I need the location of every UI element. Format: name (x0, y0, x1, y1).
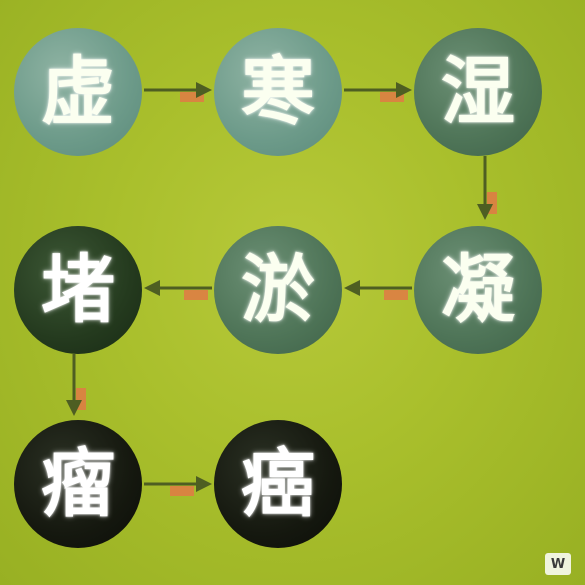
arrow-xu-to-han (144, 82, 212, 102)
node-shi-label: 湿 (441, 49, 515, 135)
node-liu-label: 瘤 (41, 441, 115, 527)
arrow-han-to-shi (344, 82, 412, 102)
watermark-logo: W (545, 553, 571, 575)
node-ai: 癌 (214, 420, 342, 548)
node-ai-label: 癌 (241, 441, 315, 527)
node-yu: 淤 (214, 226, 342, 354)
node-xu-label: 虚 (41, 49, 115, 135)
node-yu-label: 淤 (241, 247, 315, 333)
node-du-label: 堵 (41, 247, 115, 333)
node-du: 堵 (14, 226, 142, 354)
arrow-du-to-liu (66, 354, 86, 416)
node-liu: 瘤 (14, 420, 142, 548)
node-han-label: 寒 (241, 49, 315, 135)
node-han: 寒 (214, 28, 342, 156)
arrow-ning-to-yu (344, 280, 412, 300)
node-ning: 凝 (414, 226, 542, 354)
arrow-yu-to-du (144, 280, 212, 300)
node-ning-label: 凝 (441, 247, 515, 333)
node-xu: 虚 (14, 28, 142, 156)
node-shi: 湿 (414, 28, 542, 156)
arrow-liu-to-ai (144, 476, 212, 496)
arrow-shi-to-ning (477, 156, 497, 220)
